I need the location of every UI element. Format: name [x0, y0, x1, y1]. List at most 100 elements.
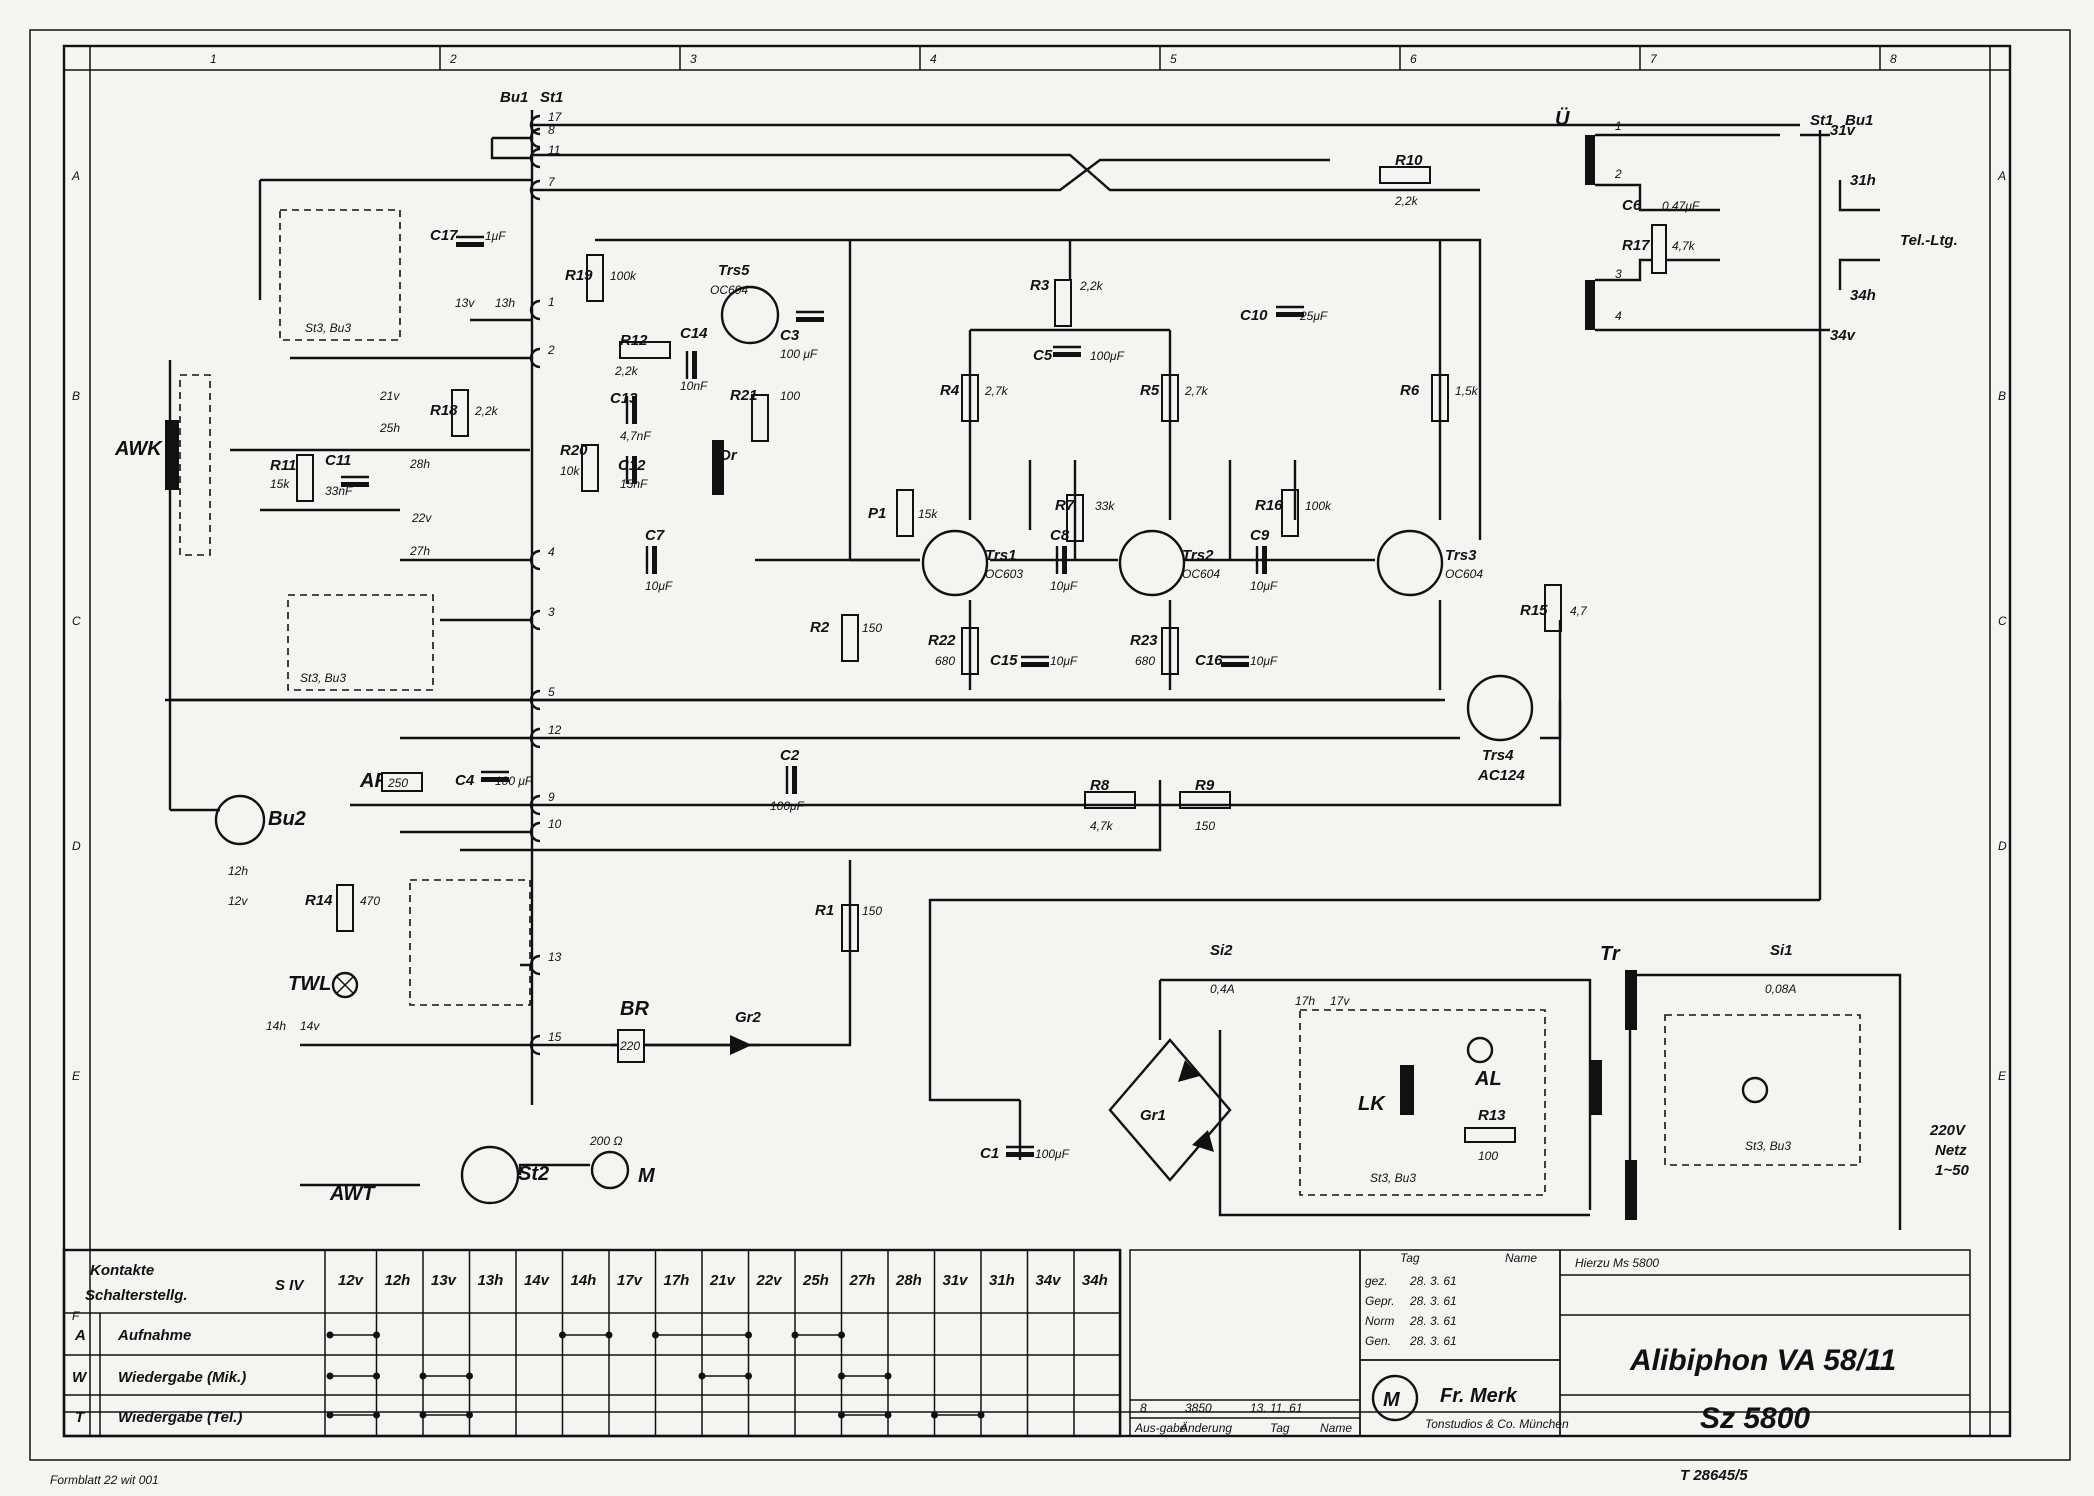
r18-value: 2,2k: [474, 404, 499, 418]
r2-resistor: [841, 614, 859, 662]
table-col-header: 28h: [895, 1272, 922, 1289]
tb-row-date: 28. 3. 61: [1409, 1334, 1457, 1348]
row-label: C: [72, 614, 81, 628]
table-col-header: 14h: [571, 1272, 597, 1289]
c2-name: C2: [780, 747, 800, 764]
r8-name: R8: [1090, 777, 1110, 794]
contact-dot: [419, 1372, 427, 1380]
contact-dot: [466, 1411, 473, 1419]
mains-freq: 1~50: [1935, 1162, 1969, 1179]
tb-row-key: gez.: [1365, 1274, 1388, 1288]
al-lamp-icon: [1466, 1036, 1494, 1064]
r19-resistor: [586, 254, 604, 302]
col-label: 8: [1890, 52, 1897, 66]
contact-dot: [745, 1331, 752, 1339]
si1-value: 0,08A: [1765, 982, 1796, 996]
r4-name: R4: [940, 382, 960, 399]
net-28h: 28h: [409, 457, 430, 471]
contact-dot: [791, 1331, 799, 1339]
gr1-name: Gr1: [1140, 1107, 1166, 1124]
contact-dot: [326, 1411, 334, 1419]
trs5-name: Trs5: [718, 262, 750, 279]
contact-dot: [745, 1372, 752, 1380]
c7-value: 10μF: [645, 579, 673, 593]
net-17v: 17v: [1330, 994, 1350, 1008]
st2-label: St2: [518, 1163, 549, 1185]
document-code: T 28645/5: [1680, 1467, 1748, 1484]
relay-box-5: [1664, 1014, 1861, 1166]
c10-value: 25μF: [1299, 309, 1328, 323]
outer-frame: [29, 29, 2071, 1461]
al-label: AL: [1474, 1068, 1502, 1090]
trs3-transistor: Trs3 OC604: [1376, 529, 1483, 597]
r14-resistor: [336, 884, 354, 932]
relay-box-2-label: St3, Bu3: [300, 671, 346, 685]
r13-name: R13: [1478, 1107, 1506, 1124]
c4-name: C4: [455, 772, 475, 789]
r15-name: R15: [1520, 602, 1548, 619]
c11-value: 33nF: [325, 484, 353, 498]
tel-line-label: Tel.-Ltg.: [1900, 232, 1958, 249]
c9-name: C9: [1250, 527, 1270, 544]
r20-resistor: [581, 444, 599, 492]
contact-dot: [373, 1411, 380, 1419]
reference-note: Hierzu Ms 5800: [1575, 1256, 1659, 1270]
c5-name: C5: [1033, 347, 1053, 364]
table-row-key: T: [75, 1409, 86, 1426]
trs1-type: OC603: [985, 567, 1023, 581]
r14-value: 470: [360, 894, 380, 908]
table-col-header: 21v: [709, 1272, 737, 1289]
company-subtitle: Tonstudios & Co. München: [1425, 1417, 1569, 1431]
r12-value: 2,2k: [614, 364, 639, 378]
c5-value: 100μF: [1090, 349, 1125, 363]
col-label: 2: [449, 52, 457, 66]
c1-capacitor-plate: [1006, 1152, 1034, 1157]
mains-netz: Netz: [1935, 1142, 1967, 1159]
title-block: Tag Name gez. 28. 3. 61 Gepr. 28. 3. 61 …: [1359, 1249, 1971, 1484]
bu1-right-label: Bu1: [1845, 112, 1873, 129]
c2-value: 100μF: [770, 799, 805, 813]
c12-capacitor-plate: [632, 456, 637, 484]
table-col-header: 12v: [338, 1272, 365, 1289]
c16-name: C16: [1195, 652, 1223, 669]
contact-dot: [698, 1372, 706, 1380]
r6-name: R6: [1400, 382, 1420, 399]
c7-name: C7: [645, 527, 665, 544]
contact-dot: [652, 1331, 659, 1339]
c8-value: 10μF: [1050, 579, 1078, 593]
contact-dot: [373, 1372, 380, 1380]
col-label: 3: [690, 52, 697, 66]
contact-dot: [838, 1372, 845, 1380]
r2-name: R2: [810, 619, 830, 636]
p1-name: P1: [868, 505, 886, 522]
out-31h: 31h: [1850, 172, 1876, 189]
c12-name: C12: [618, 457, 646, 474]
tb-row-date: 28. 3. 61: [1409, 1274, 1457, 1288]
tb-row-key: Norm: [1365, 1314, 1394, 1328]
table-header-switch: Schalterstellg.: [85, 1287, 188, 1304]
r15-value: 4,7: [1570, 604, 1588, 618]
table-row-label: Aufnahme: [117, 1327, 191, 1344]
r12-name: R12: [620, 332, 648, 349]
table-col-header: 13h: [478, 1272, 504, 1289]
awk-label: AWK: [114, 438, 163, 460]
connector-pin-label: 10: [548, 817, 562, 831]
connector-pin-label: 4: [548, 545, 555, 559]
awt-label: AWT: [329, 1183, 376, 1205]
rev-head: Aus-gabe: [1134, 1421, 1187, 1435]
table-header-siv: S IV: [275, 1277, 305, 1294]
contact-dot: [466, 1372, 473, 1380]
r2-value: 150: [862, 621, 882, 635]
r10-value: 2,2k: [1394, 194, 1419, 208]
c12-value: 15nF: [620, 477, 648, 491]
row-label: D: [72, 839, 81, 853]
inner-frame: [62, 44, 2012, 1438]
r9-name: R9: [1195, 777, 1215, 794]
tb-row-key: Gepr.: [1365, 1294, 1395, 1308]
relay-box-4: [1299, 1009, 1546, 1196]
r11-name: R11: [270, 457, 296, 474]
contact-dot: [605, 1331, 613, 1339]
c15-name: C15: [990, 652, 1018, 669]
row-label: C: [1998, 614, 2007, 628]
mains-voltage: 220V: [1929, 1122, 1967, 1139]
